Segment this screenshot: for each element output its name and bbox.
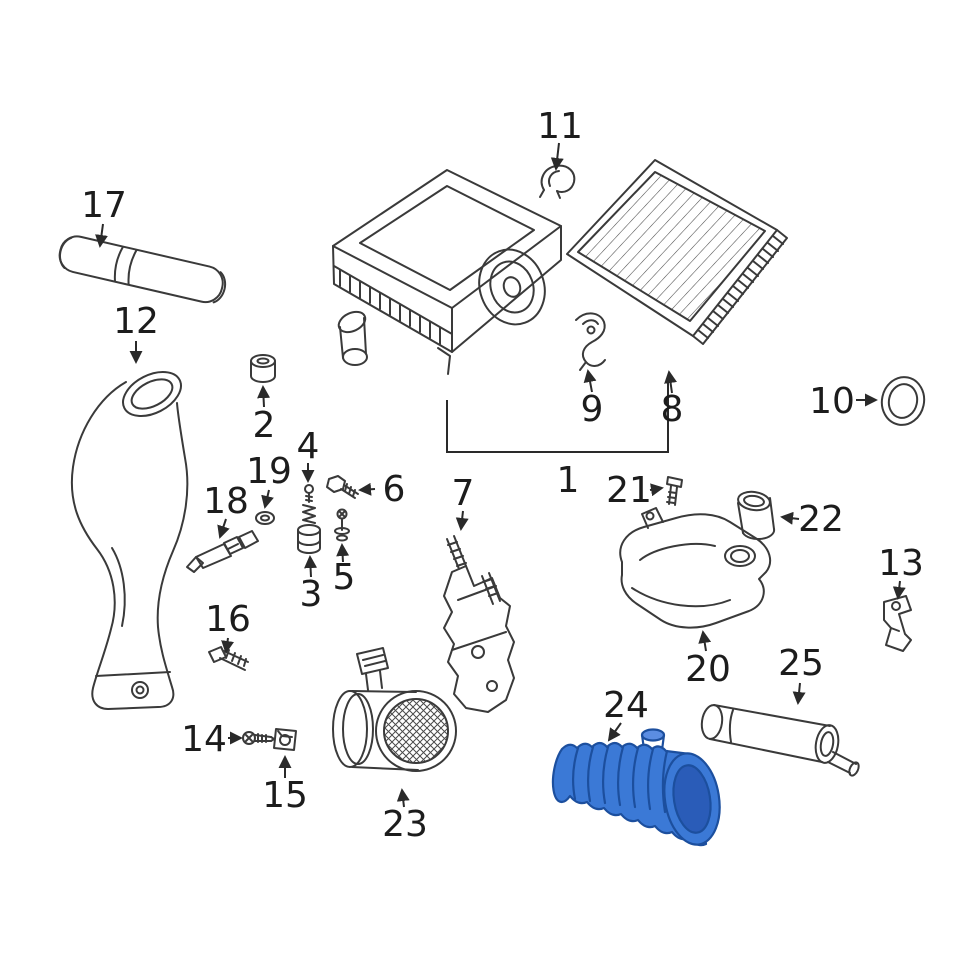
part-1-air-cleaner-housing[interactable]	[332, 169, 562, 375]
callout-8-label[interactable]: 8	[661, 389, 684, 430]
part-7-mounting-bracket[interactable]	[443, 535, 515, 713]
callout-22-arrow	[780, 511, 800, 525]
part-21-bolt[interactable]	[666, 476, 683, 506]
callout-21-arrow	[649, 483, 664, 497]
callout-19-label[interactable]: 19	[246, 451, 292, 492]
callout-9-label[interactable]: 9	[581, 389, 604, 430]
callout-6-arrow	[358, 482, 376, 496]
part-17-intake-hose[interactable]	[56, 233, 228, 306]
part-24-intake-boot[interactable]	[551, 728, 726, 849]
part-25-breather-pipe[interactable]	[700, 704, 861, 777]
callout-14-label[interactable]: 14	[181, 719, 227, 760]
callout-13-label[interactable]: 13	[878, 543, 924, 584]
callout-20-label[interactable]: 20	[685, 649, 731, 690]
part-11-retaining-clip[interactable]	[539, 164, 576, 199]
callout-5-label[interactable]: 5	[333, 557, 356, 598]
callout-13-arrow	[892, 580, 906, 600]
part-3-rubber-mount[interactable]	[297, 504, 321, 554]
callout-16-arrow	[221, 637, 234, 654]
callout-22-label[interactable]: 22	[798, 499, 844, 540]
callout-23-arrow	[396, 788, 410, 808]
callout-7-arrow	[455, 510, 469, 531]
part-15-clip-nut[interactable]	[273, 728, 297, 751]
callout-24-label[interactable]: 24	[603, 685, 649, 726]
callout-5-arrow	[336, 543, 350, 563]
callout-8-arrow	[664, 370, 677, 394]
part-2-grommet[interactable]	[250, 354, 276, 383]
callout-19-arrow	[261, 489, 274, 509]
callout-2-label[interactable]: 2	[253, 405, 276, 446]
part-19-washer[interactable]	[255, 511, 275, 525]
callout-25-arrow	[792, 682, 806, 705]
part-5-washer-nut[interactable]	[334, 508, 350, 542]
callout-2-arrow	[257, 385, 271, 408]
callout-11-label[interactable]: 11	[537, 106, 583, 147]
part-12-intake-duct[interactable]	[70, 363, 189, 710]
part-9-support-bracket[interactable]	[575, 312, 606, 371]
boot-mouth-opening	[672, 764, 712, 834]
callout-3-label[interactable]: 3	[300, 574, 323, 615]
callout-4-label[interactable]: 4	[297, 426, 320, 467]
part-18-temperature-sensor[interactable]	[186, 530, 259, 573]
boot-ridges	[571, 745, 669, 814]
boot-top-port	[640, 728, 666, 742]
callout-7-label[interactable]: 7	[452, 473, 475, 514]
callout-3-arrow	[304, 555, 318, 578]
part-20-resonator[interactable]	[619, 507, 772, 629]
callout-9-arrow	[583, 369, 597, 393]
callout-1-bracket	[446, 378, 669, 453]
callout-20-arrow	[698, 630, 712, 652]
part-4-screw[interactable]	[304, 484, 314, 503]
part-8-air-filter-element[interactable]	[566, 159, 788, 345]
part-13-bracket[interactable]	[883, 595, 912, 652]
part-10-sealing-ring[interactable]	[877, 373, 928, 429]
callout-21-label[interactable]: 21	[606, 470, 652, 511]
callout-17-label[interactable]: 17	[81, 185, 127, 226]
callout-11-arrow	[550, 142, 564, 171]
part-23-mass-air-flow-sensor[interactable]	[332, 647, 457, 772]
part-22-connector-tube[interactable]	[737, 490, 776, 541]
callout-17-arrow	[95, 223, 108, 248]
callout-18-label[interactable]: 18	[203, 481, 249, 522]
callout-24-arrow	[607, 722, 622, 742]
callout-18-arrow	[217, 518, 230, 539]
callout-12-label[interactable]: 12	[113, 301, 159, 342]
callout-6-label[interactable]: 6	[383, 469, 406, 510]
part-6-bolt[interactable]	[326, 475, 359, 499]
callout-23-label[interactable]: 23	[382, 804, 428, 845]
callout-10-label[interactable]: 10	[809, 381, 855, 422]
callout-16-label[interactable]: 16	[205, 599, 251, 640]
callout-25-label[interactable]: 25	[778, 643, 824, 684]
callout-15-label[interactable]: 15	[262, 775, 308, 816]
callout-1-label[interactable]: 1	[557, 460, 580, 501]
